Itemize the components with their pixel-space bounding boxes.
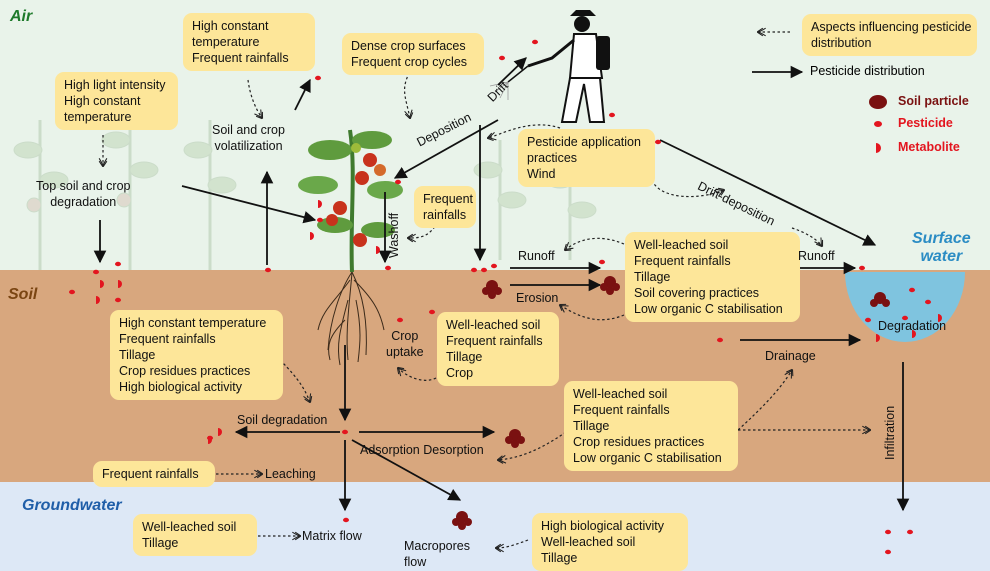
box-line: Crop residues practices [119, 364, 251, 378]
factor-box-temp-rain: High constant temperature Frequent rainf… [183, 13, 315, 71]
factor-box-leaching: Frequent rainfalls [93, 461, 215, 487]
label-leaching: Leaching [265, 467, 316, 481]
farmer-sprayer-figure [489, 10, 610, 123]
box-line: rainfalls [423, 208, 467, 222]
box-line: Crop residues practices [573, 435, 705, 449]
box-line: Frequent rainfalls [119, 332, 216, 346]
box-line: practices [527, 151, 578, 165]
box-line: temperature [64, 110, 132, 124]
label-line: Crop [391, 329, 419, 343]
box-line: Soil covering practices [634, 286, 760, 300]
box-line: Tillage [446, 350, 483, 364]
surface-water-label: Surface water [912, 230, 971, 266]
box-line: Low organic C stabilisation [573, 451, 722, 465]
factor-box-light-temp: High light intensity High constant tempe… [55, 72, 178, 130]
legend-symbols [869, 95, 887, 153]
label-drainage: Drainage [765, 349, 816, 363]
box-line: Well-leached soil [446, 318, 541, 332]
box-line: Frequent rainfalls [573, 403, 670, 417]
factor-box-matrix: Well-leached soil Tillage [133, 514, 257, 556]
plant-roots [317, 271, 385, 366]
box-line: Wind [527, 167, 556, 181]
box-line: Frequent [423, 192, 474, 206]
label-line: Soil and crop [212, 123, 285, 137]
surface-water-label-line-2: water [920, 248, 963, 265]
label-infiltration: Infiltration [883, 405, 897, 460]
label-adsorption-desorption: Adsorption Desorption [360, 443, 484, 457]
label-washoff: Washoff [387, 212, 401, 258]
box-line: High constant [192, 19, 269, 33]
label-line: volatilization [214, 139, 283, 153]
label-line: flow [404, 555, 427, 569]
factor-box-soil-degradation: High constant temperature Frequent rainf… [110, 310, 283, 400]
box-line: Dense crop surfaces [351, 39, 466, 53]
label-line: Top soil and crop [36, 179, 131, 193]
box-line: Frequent rainfalls [192, 51, 289, 65]
pesticide-dots [69, 39, 931, 555]
legend-aspects-line-2: distribution [811, 36, 872, 50]
dotted-arrows [103, 32, 870, 548]
label-top-soil-degradation: Top soil and crop degradation [36, 178, 131, 210]
box-line: Frequent rainfalls [634, 254, 731, 268]
box-line: Well-leached soil [634, 238, 729, 252]
label-soil-degradation: Soil degradation [237, 413, 328, 427]
box-line: High biological activity [119, 380, 242, 394]
soil-particles [452, 276, 890, 530]
legend-pesticide-label: Pesticide [898, 116, 953, 130]
soil-zone-label: Soil [8, 286, 38, 303]
tomato-plant [298, 129, 403, 273]
label-water-degradation: Degradation [878, 319, 947, 333]
groundwater-zone-label: Groundwater [22, 497, 122, 514]
surface-water-label-line-1: Surface [912, 230, 971, 247]
factor-box-crop-uptake: Well-leached soil Frequent rainfalls Til… [437, 312, 559, 386]
legend-metabolite-label: Metabolite [898, 140, 960, 154]
legend-soil-particle-label: Soil particle [898, 94, 969, 108]
label-runoff-right: Runoff [798, 249, 835, 263]
box-line: Low organic C stabilisation [634, 302, 783, 316]
factor-box-dense-crop: Dense crop surfaces Frequent crop cycles [342, 33, 484, 75]
box-line: Frequent rainfalls [102, 467, 199, 481]
box-line: Frequent crop cycles [351, 55, 468, 69]
box-line: Well-leached soil [142, 520, 237, 534]
legend-aspects-line-1: Aspects influencing pesticide [811, 20, 972, 34]
box-line: temperature [192, 35, 260, 49]
label-line: degradation [50, 195, 117, 209]
air-zone-label: Air [10, 8, 33, 25]
label-matrix-flow: Matrix flow [302, 529, 362, 543]
label-crop-uptake: Crop uptake [386, 328, 424, 360]
box-line: Well-leached soil [541, 535, 636, 549]
factor-box-runoff: Well-leached soil Frequent rainfalls Til… [625, 232, 800, 322]
box-line: Tillage [142, 536, 179, 550]
box-line: High constant [64, 94, 141, 108]
label-line: uptake [386, 345, 424, 359]
box-line: Tillage [119, 348, 156, 362]
box-line: Tillage [634, 270, 671, 284]
label-erosion: Erosion [516, 291, 559, 305]
box-line: High biological activity [541, 519, 664, 533]
metabolite-marks [96, 200, 942, 444]
box-line: High constant temperature [119, 316, 267, 330]
box-line: Well-leached soil [573, 387, 668, 401]
box-line: Frequent rainfalls [446, 334, 543, 348]
factor-box-application: Pesticide application practices Wind [518, 129, 655, 187]
legend-aspects-box: Aspects influencing pesticide distributi… [802, 14, 977, 56]
label-macropores-flow: Macropores flow [404, 538, 470, 570]
label-soil-crop-volatilization: Soil and crop volatilization [212, 122, 285, 154]
box-line: Tillage [573, 419, 610, 433]
factor-box-washoff-rain: Frequent rainfalls [414, 186, 476, 228]
box-line: High light intensity [64, 78, 166, 92]
box-line: Tillage [541, 551, 578, 565]
surface-water-body [845, 272, 965, 342]
factor-box-macropore: High biological activity Well-leached so… [532, 513, 688, 571]
factor-box-adsorption: Well-leached soil Frequent rainfalls Til… [564, 381, 738, 471]
legend-distribution-label: Pesticide distribution [810, 64, 925, 78]
label-runoff-left: Runoff [518, 249, 555, 263]
box-line: Crop [446, 366, 474, 380]
label-line: Macropores [404, 539, 470, 553]
box-line: Pesticide application [527, 135, 641, 149]
